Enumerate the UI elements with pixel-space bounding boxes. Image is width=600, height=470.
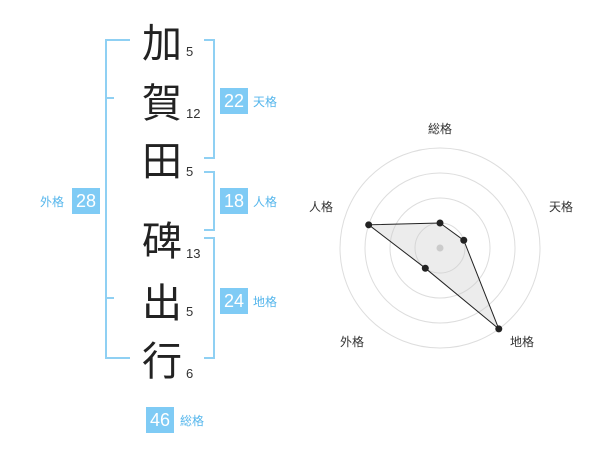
jinkaku-bracket xyxy=(204,171,215,231)
stroke-count-4: 13 xyxy=(186,246,201,261)
gaikaku-bracket xyxy=(105,39,130,359)
gaikaku-value: 28 xyxy=(72,188,100,214)
gaikaku-label: 外格 xyxy=(40,195,65,209)
stroke-count-5: 5 xyxy=(186,304,194,319)
radar-polygon xyxy=(367,222,500,330)
radar-point-4 xyxy=(421,264,429,272)
tenkaku-label: 天格 xyxy=(253,95,278,109)
stroke-count-3: 5 xyxy=(186,164,194,179)
soukaku-value: 46 xyxy=(146,407,174,433)
soukaku-label: 総格 xyxy=(180,414,205,428)
name-char-1: 加 xyxy=(142,21,182,67)
radar-axis-label-soukaku: 総格 xyxy=(428,122,453,136)
radar-chart xyxy=(339,147,541,349)
jinkaku-value: 18 xyxy=(220,188,248,214)
jinkaku-label: 人格 xyxy=(253,195,278,209)
stroke-count-1: 5 xyxy=(186,44,194,59)
radar-center xyxy=(436,244,444,252)
chikaku-value: 24 xyxy=(220,288,248,314)
radar-point-1 xyxy=(436,219,444,227)
radar-ring xyxy=(364,172,516,324)
name-char-3: 田 xyxy=(142,139,182,185)
radar-point-5 xyxy=(365,221,373,229)
radar-axis-label-chikaku: 地格 xyxy=(510,335,535,349)
radar-points xyxy=(365,219,503,333)
chikaku-bracket xyxy=(204,237,215,359)
radar-ring xyxy=(389,197,491,299)
radar-rings xyxy=(339,147,541,349)
bracket-lines xyxy=(105,39,215,359)
tenkaku-value: 22 xyxy=(220,88,248,114)
radar-axis-label-jinkaku: 人格 xyxy=(309,200,334,214)
name-char-4: 碑 xyxy=(142,219,182,265)
radar-axis-label-tenkaku: 天格 xyxy=(549,200,574,214)
name-char-6: 行 xyxy=(142,339,182,385)
stroke-count-6: 6 xyxy=(186,366,194,381)
radar-point-3 xyxy=(495,325,503,333)
stroke-count-2: 12 xyxy=(186,106,201,121)
name-char-5: 出 xyxy=(142,281,182,327)
tenkaku-bracket xyxy=(204,39,215,159)
radar-point-2 xyxy=(460,236,468,244)
chikaku-label: 地格 xyxy=(253,295,278,309)
radar-ring xyxy=(339,147,541,349)
radar-axis-label-gaikaku: 外格 xyxy=(340,335,365,349)
name-char-2: 賀 xyxy=(142,81,182,127)
